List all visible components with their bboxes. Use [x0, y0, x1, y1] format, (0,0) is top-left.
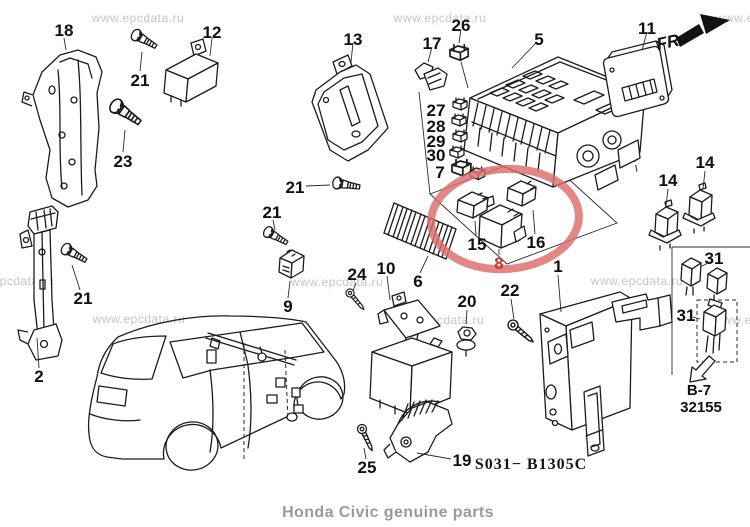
callout-28[interactable]: 28 [427, 117, 446, 136]
watermark: www.epcdata.ru [590, 274, 683, 288]
callout-5[interactable]: 5 [534, 30, 543, 49]
relay-10 [369, 291, 453, 415]
control-module-11 [602, 40, 673, 118]
callout-25[interactable]: 25 [358, 458, 377, 477]
callout-18[interactable]: 18 [55, 21, 74, 40]
callout-7[interactable]: 7 [435, 163, 444, 182]
callout-9[interactable]: 9 [283, 297, 292, 316]
callout-21[interactable]: 21 [131, 71, 150, 90]
diagram-code: S031− B1305C [475, 456, 587, 473]
bracket-13 [311, 54, 389, 162]
reference-code[interactable]: B-7 [687, 382, 711, 399]
car-illustration [87, 315, 346, 471]
connector-17 [414, 62, 448, 91]
screw-24 [343, 286, 368, 313]
reference-part-number[interactable]: 32155 [680, 399, 722, 416]
callout-20[interactable]: 20 [458, 292, 477, 311]
callout-29[interactable]: 29 [427, 132, 446, 151]
callout-13[interactable]: 13 [344, 30, 363, 49]
relay-31-a [680, 257, 702, 296]
reference-callout: B-7 32155 [680, 355, 722, 416]
watermark: www.epcdata.ru [91, 11, 184, 25]
fr-direction: FR. [655, 14, 730, 54]
relay-14-right [682, 182, 716, 234]
callout-16[interactable]: 16 [527, 233, 546, 252]
callout-21[interactable]: 21 [286, 178, 305, 197]
callout-2[interactable]: 2 [34, 367, 43, 386]
callout-14[interactable]: 14 [696, 153, 715, 172]
bolt-21-left [58, 241, 90, 267]
callout-1[interactable]: 1 [553, 257, 562, 276]
highlight-ellipse [427, 164, 583, 274]
bolt-21-mid [331, 175, 362, 194]
relay-31-detail [696, 298, 738, 363]
callout-22[interactable]: 22 [501, 281, 520, 300]
nut-20 [456, 326, 477, 357]
page-caption: Honda Civic genuine parts [282, 504, 494, 521]
callout-10[interactable]: 10 [377, 259, 396, 278]
relay-8 [478, 204, 527, 249]
control-unit-1 [539, 291, 673, 457]
watermark: www.epcdata.ru [290, 275, 383, 289]
callout-12[interactable]: 12 [203, 23, 222, 42]
callout-6[interactable]: 6 [413, 272, 422, 291]
down-left-arrow-icon [689, 355, 716, 383]
fr-arrow-icon [676, 14, 730, 47]
fuse-26 [449, 43, 470, 62]
part-callouts: 18 21 12 23 13 21 17 26 5 11 27 28 29 30… [34, 16, 723, 477]
bolt-21-top [128, 27, 160, 53]
callout-31[interactable]: 31 [705, 249, 724, 268]
callout-31[interactable]: 31 [677, 306, 696, 325]
watermark: www.epcdata.ru [92, 312, 185, 326]
watermark: www.epcdata.ru [393, 11, 486, 25]
callout-8-highlighted[interactable]: 8 [494, 254, 503, 273]
callout-19[interactable]: 19 [453, 451, 472, 470]
bracket-18 [21, 49, 103, 208]
callout-21[interactable]: 21 [74, 289, 93, 308]
relay-12 [163, 38, 219, 107]
callout-27[interactable]: 27 [427, 101, 446, 120]
screw-25 [355, 422, 377, 454]
callout-24[interactable]: 24 [348, 265, 367, 284]
leader-lines [36, 28, 711, 460]
callout-14[interactable]: 14 [659, 171, 678, 190]
callout-21[interactable]: 21 [263, 203, 282, 222]
bracket-19 [383, 399, 453, 463]
callout-17[interactable]: 17 [423, 34, 442, 53]
screw-22 [505, 317, 538, 347]
bolt-21-center [261, 224, 291, 249]
relay-16 [506, 180, 537, 207]
relay-9 [278, 249, 305, 279]
relay-14-left [648, 199, 682, 251]
relay-31-b [706, 267, 728, 302]
callout-23[interactable]: 23 [114, 152, 133, 171]
callout-15[interactable]: 15 [468, 235, 487, 254]
callout-11[interactable]: 11 [638, 19, 656, 38]
bracket-2 [17, 205, 63, 361]
relay-15 [456, 191, 495, 219]
callout-30[interactable]: 30 [427, 146, 446, 165]
callout-26[interactable]: 26 [452, 16, 471, 35]
bolt-23 [106, 96, 145, 130]
